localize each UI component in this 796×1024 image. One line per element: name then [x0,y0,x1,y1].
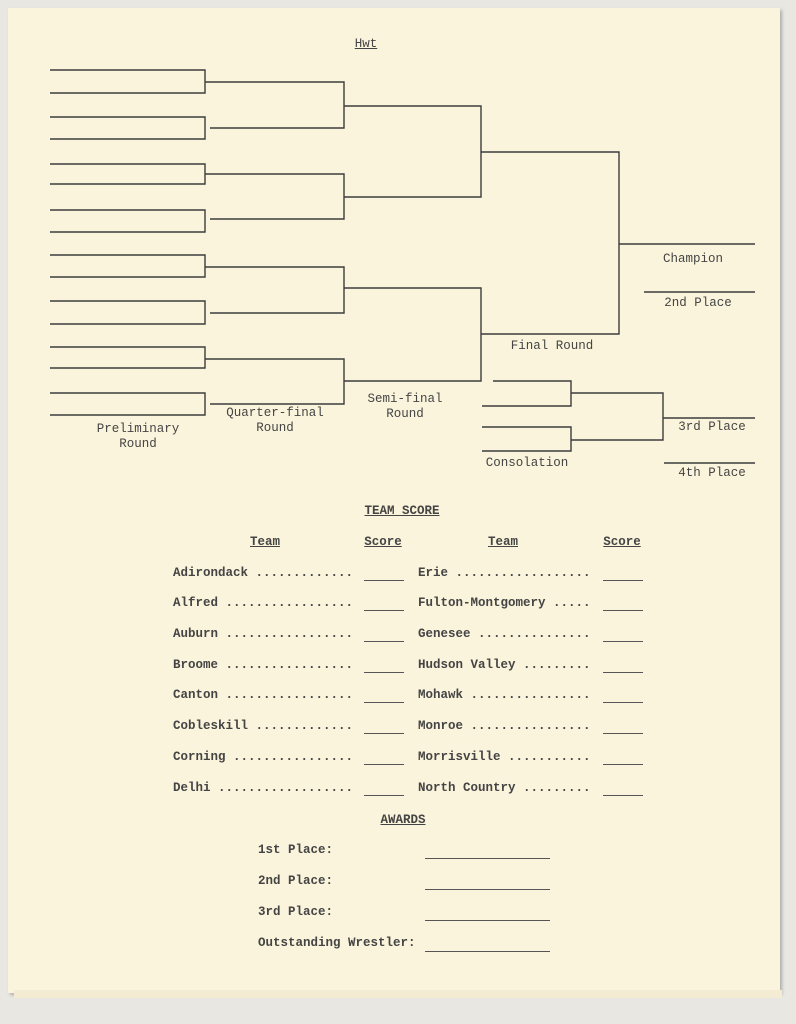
score-blank [364,641,404,642]
tournament-bracket [50,69,755,464]
consolation-lines [482,380,755,464]
preliminary-lines [50,69,206,416]
score-blank [603,610,643,611]
score-blank [364,580,404,581]
weight-class-title: Hwt [354,37,378,51]
page-edge [14,990,782,998]
award-blank [425,858,550,859]
score-blank [603,733,643,734]
score-blank [603,702,643,703]
final-lines [481,151,755,335]
award-blank [425,951,550,952]
score-blank [364,610,404,611]
third-place-label: 3rd Place [678,420,746,434]
preliminary-round-label: Preliminary Round [96,422,180,451]
award-label: 1st Place: [258,843,334,857]
score-blank [603,795,643,796]
final-round-label: Final Round [510,339,594,353]
score-blank [364,702,404,703]
team-name: Monroe ................ [418,719,591,733]
score-blank [603,641,643,642]
award-blank [425,920,550,921]
team-name: Canton ................. [173,688,354,702]
score-header-right: Score [603,535,641,549]
team-name: Alfred ................. [173,596,354,610]
semi-final-round-label: Semi-final Round [367,392,443,421]
score-blank [364,764,404,765]
team-name: Fulton-Montgomery ..... [418,596,591,610]
team-score-title: TEAM SCORE [364,504,440,518]
score-blank [364,672,404,673]
team-name: Mohawk ................ [418,688,591,702]
team-name: Adirondack ............. [173,566,354,580]
quarter-final-round-label: Quarter-final Round [226,406,324,435]
second-place-label: 2nd Place [664,296,732,310]
award-label: 2nd Place: [258,874,334,888]
team-name: Delhi .................. [173,781,354,795]
score-header-left: Score [364,535,402,549]
score-blank [603,672,643,673]
team-name: Erie .................. [418,566,591,580]
team-name: Cobleskill ............. [173,719,354,733]
quarter-final-lines [205,81,345,405]
score-blank [603,764,643,765]
team-name: Morrisville ........... [418,750,591,764]
team-header-right: Team [487,535,519,549]
award-label: 3rd Place: [258,905,334,919]
team-header-left: Team [249,535,281,549]
team-name: Broome ................. [173,658,354,672]
awards-title: AWARDS [380,813,426,827]
award-label: Outstanding Wrestler: [258,936,416,950]
champion-label: Champion [662,252,724,266]
score-blank [364,733,404,734]
fourth-place-label: 4th Place [678,466,746,480]
award-blank [425,889,550,890]
consolation-label: Consolation [485,456,569,470]
team-name: Auburn ................. [173,627,354,641]
team-name: Genesee ............... [418,627,591,641]
document-page [8,8,780,993]
score-blank [364,795,404,796]
semi-final-lines [344,105,482,382]
team-name: Corning ................ [173,750,354,764]
score-blank [603,580,643,581]
team-name: Hudson Valley ......... [418,658,591,672]
team-name: North Country ......... [418,781,591,795]
